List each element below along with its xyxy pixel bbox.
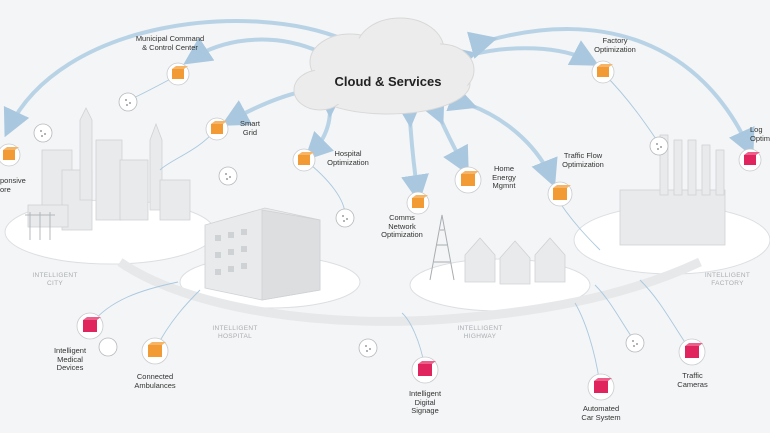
- arrow-cloud-store: [3, 19, 369, 138]
- city-buildings: [27, 107, 191, 231]
- orange-cube-icon: [292, 148, 316, 172]
- label-traffic-cameras: Traffic Cameras: [677, 371, 708, 389]
- label-municipal-command: Municipal Command & Control Center: [135, 34, 205, 52]
- orange-cube-icon: [141, 337, 169, 365]
- comms-tower: [429, 214, 455, 281]
- label-comms-network: Comms Network Optimization: [381, 213, 423, 239]
- orange-cube-icon: [166, 62, 190, 86]
- label-traffic-flow: Traffic Flow Optimization: [562, 151, 604, 169]
- device-nodes: [76, 148, 762, 401]
- label-responsive-store: ponsive ore: [0, 176, 26, 194]
- service-nodes: [0, 60, 615, 365]
- label-smart-grid: Smart Grid: [239, 119, 260, 137]
- sensor-circles: [33, 92, 669, 358]
- cloud-fill: [308, 23, 470, 110]
- sensor-dots-icon: [335, 208, 355, 228]
- sensor-dots-icon: [98, 337, 118, 357]
- sensor-dots-icon: [33, 123, 53, 143]
- arrow-cloud-logistics: [467, 27, 755, 158]
- houses: [464, 237, 566, 285]
- zone-intelligent-city: INTELLIGENT CITY: [32, 272, 78, 287]
- factory-building: [619, 134, 726, 246]
- arrow-cloud-factory: [447, 40, 600, 74]
- arrow-cloud-home: [418, 93, 469, 176]
- sensor-dots-icon: [649, 136, 669, 156]
- arrow-cloud-municipal: [183, 37, 344, 73]
- magenta-cube-icon: [587, 373, 615, 401]
- sensor-dots-icon: [625, 333, 645, 353]
- label-digital-signage: Intelligent Digital Signage: [408, 389, 442, 415]
- orange-cube-icon: [591, 60, 615, 84]
- sensor-dots-icon: [358, 338, 378, 358]
- label-logistics: Log Optim: [750, 125, 770, 143]
- magenta-cube-icon: [678, 338, 706, 366]
- orange-cube-icon: [547, 181, 573, 207]
- label-hospital-optimization: Hospital Optimization: [327, 149, 369, 167]
- label-home-energy: Home Energy Mgmnt: [492, 164, 516, 190]
- sensor-dots-icon: [118, 92, 138, 112]
- cloud-title: Cloud & Services: [334, 74, 442, 89]
- label-ambulances: Connected Ambulances: [134, 372, 176, 390]
- sensor-dots-icon: [218, 166, 238, 186]
- sensor-dots: [40, 99, 662, 352]
- arrow-cloud-comms: [394, 99, 429, 203]
- label-medical-devices: Intelligent Medical Devices: [53, 346, 87, 372]
- arrow-cloud-hospital: [304, 89, 345, 161]
- zone-intelligent-hospital: INTELLIGENT HOSPITAL: [212, 325, 258, 340]
- orange-cube-icon: [454, 166, 482, 194]
- orange-cube-icon: [0, 143, 21, 167]
- magenta-cube-icon: [738, 148, 762, 172]
- magenta-cube-icon: [76, 312, 104, 340]
- label-factory-optimization: Factory Optimization: [594, 36, 636, 54]
- road-loop: [117, 257, 702, 326]
- label-car-system: Automated Car System: [581, 404, 621, 422]
- power-lines: [25, 212, 55, 240]
- zone-intelligent-highway: INTELLIGENT HIGHWAY: [457, 325, 503, 340]
- magenta-cube-icon: [411, 356, 439, 384]
- hospital-windows: [215, 229, 247, 275]
- zone-intelligent-factory: INTELLIGENT FACTORY: [704, 272, 751, 287]
- orange-cube-icon: [205, 117, 229, 141]
- orange-cube-icon: [406, 191, 430, 215]
- hospital-building: [204, 207, 321, 301]
